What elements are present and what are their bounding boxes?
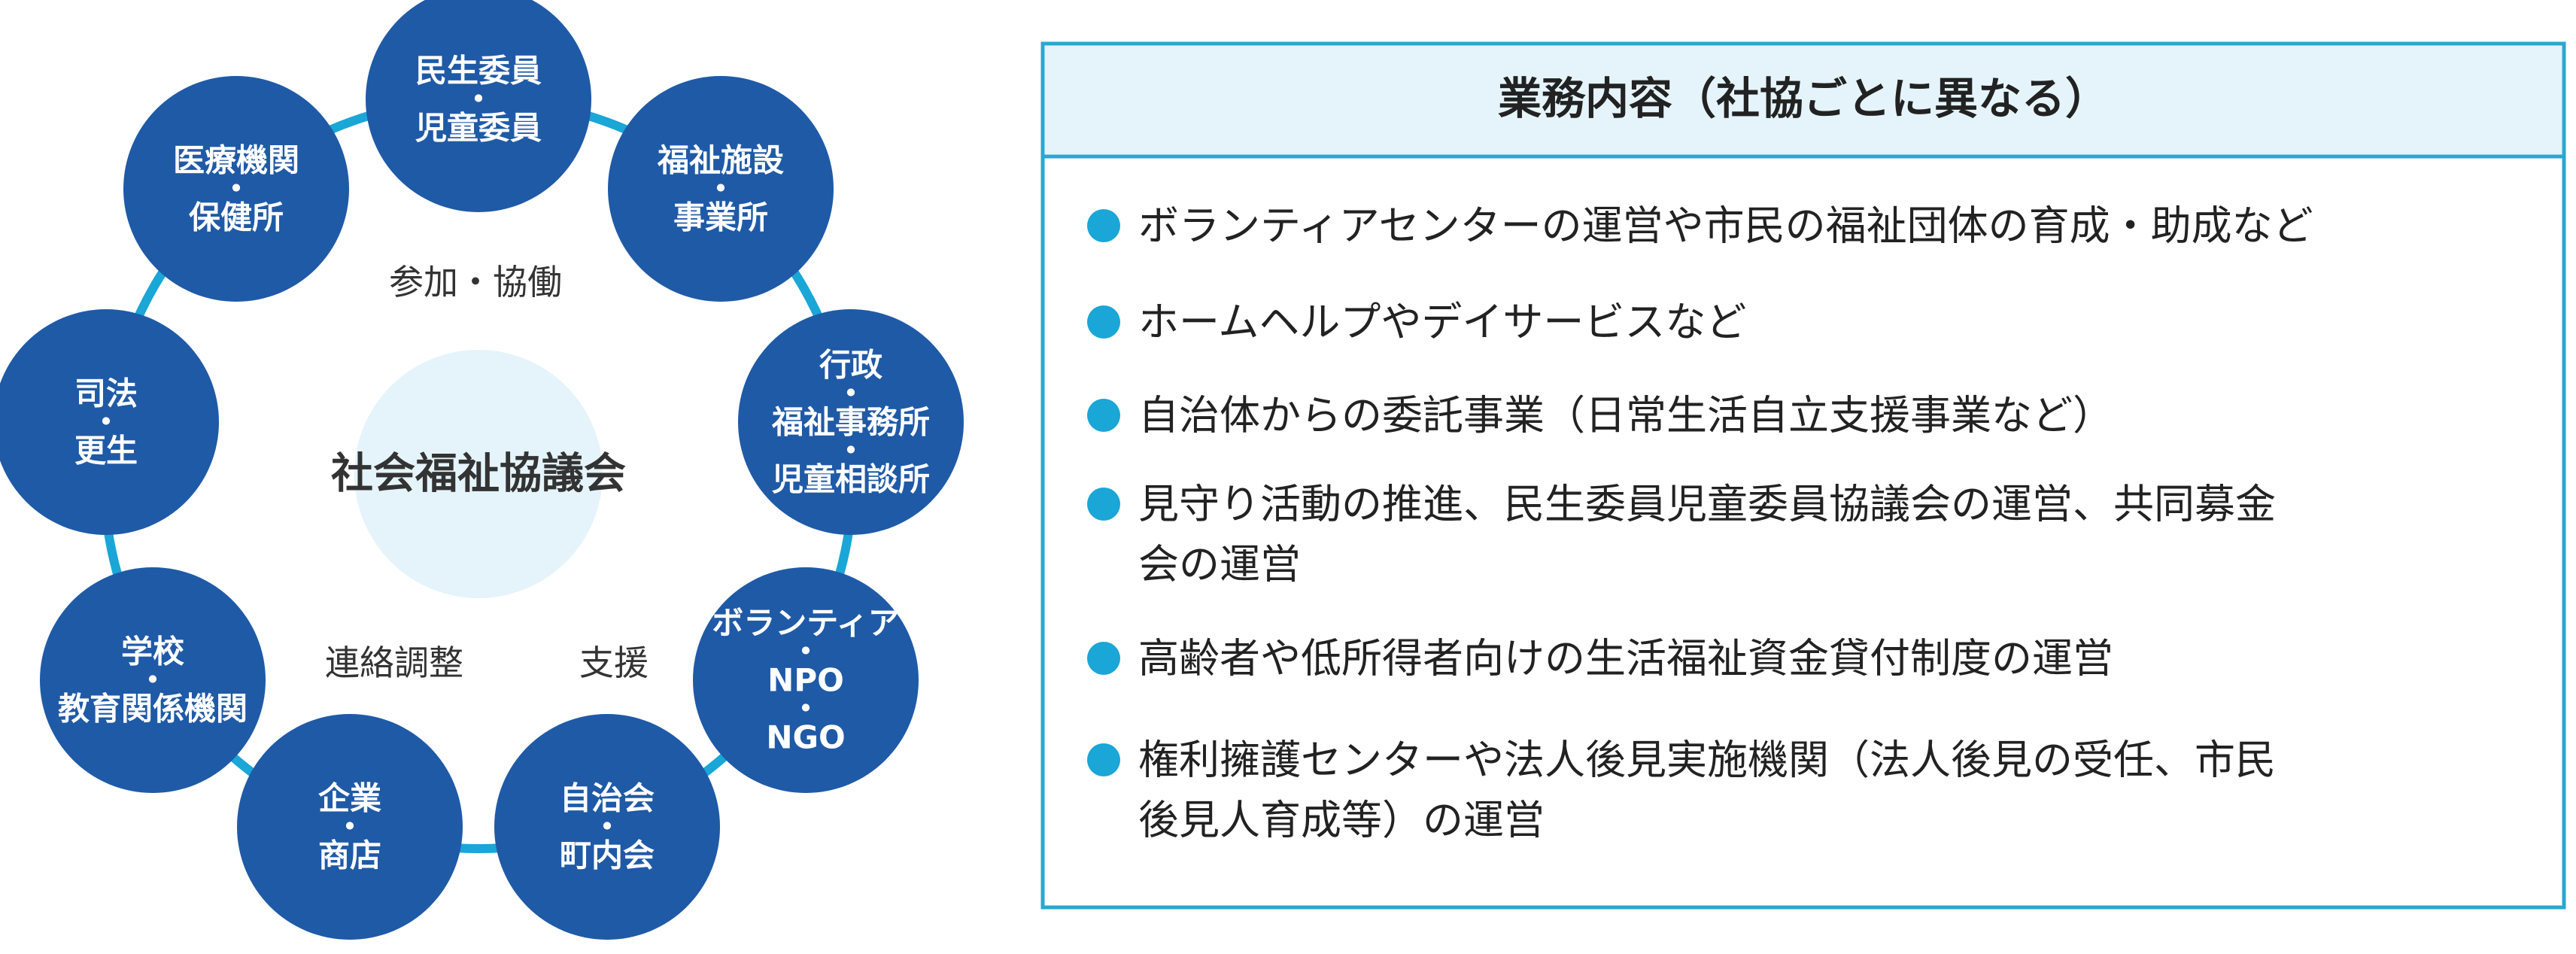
node-4: ボランティア・NPO・NGO xyxy=(693,567,919,793)
bullet-icon xyxy=(1087,209,1120,242)
network-diagram: 社会福祉協議会 参加・協働 連絡調整 支援 民生委員・児童委員福祉施設・事業所行… xyxy=(0,0,964,940)
business-item: ホームヘルプやデイサービスなど xyxy=(1087,299,1746,346)
node-label-line: ・ xyxy=(790,691,822,728)
bullet-icon xyxy=(1087,305,1120,339)
node-1: 民生委員・児童委員 xyxy=(366,0,591,212)
node-label-line: ・ xyxy=(835,375,867,412)
node-label-line: ・ xyxy=(705,171,737,208)
node-label-line: ・ xyxy=(835,433,867,469)
business-item: 高齢者や低所得者向けの生活福祉資金貸付制度の運営 xyxy=(1087,635,2113,682)
node-label-line: 商店 xyxy=(318,837,381,874)
business-item-text: 後見人育成等）の運営 xyxy=(1138,797,1545,844)
node-circle xyxy=(0,309,219,535)
business-item: ボランティアセンターの運営や市民の福祉団体の育成・助成など xyxy=(1087,202,2313,250)
node-label-line: 自治会 xyxy=(560,780,655,817)
business-item-text: 会の運営 xyxy=(1138,541,1301,588)
business-item-text: 高齢者や低所得者向けの生活福祉資金貸付制度の運営 xyxy=(1138,635,2113,682)
node-label-line: NGO xyxy=(766,719,845,756)
business-box: 業務内容（社協ごとに異なる） ボランティアセンターの運営や市民の福祉団体の育成・… xyxy=(1040,41,2566,910)
relation-support: 支援 xyxy=(579,643,649,683)
node-label-line: 行政 xyxy=(819,347,882,384)
node-7: 学校・教育関係機関 xyxy=(40,567,266,793)
business-box-title: 業務内容（社協ごとに異なる） xyxy=(1498,73,2109,124)
business-box-frame xyxy=(1040,41,2566,910)
node-9: 医療機関・保健所 xyxy=(123,76,349,302)
node-label-line: 司法 xyxy=(74,375,138,412)
node-label-line: ボランティア xyxy=(712,605,899,642)
node-label-line: ・ xyxy=(220,171,252,208)
node-label-line: 児童委員 xyxy=(415,110,542,147)
bullet-icon xyxy=(1087,642,1120,675)
node-label-line: NPO xyxy=(767,662,844,699)
node-label-line: 福祉事務所 xyxy=(771,404,930,441)
node-circle xyxy=(738,309,964,535)
node-8: 司法・更生 xyxy=(0,309,219,535)
node-label-line: ・ xyxy=(90,404,122,441)
node-label-line: ・ xyxy=(790,633,822,670)
bullet-icon xyxy=(1087,743,1120,776)
relation-participation: 参加・協働 xyxy=(389,262,562,302)
node-label-line: ・ xyxy=(591,809,623,846)
node-3: 行政・福祉事務所・児童相談所 xyxy=(738,309,964,535)
node-circle xyxy=(693,567,919,793)
node-label-line: 保健所 xyxy=(189,199,284,236)
bullet-icon xyxy=(1087,399,1120,432)
node-label-line: ・ xyxy=(463,81,494,118)
node-label-line: 企業 xyxy=(318,780,381,817)
node-label-line: ・ xyxy=(334,809,366,846)
node-5: 自治会・町内会 xyxy=(494,714,720,940)
business-item-text: 権利擁護センターや法人後見実施機関（法人後見の受任、市民 xyxy=(1138,737,2276,784)
node-2: 福祉施設・事業所 xyxy=(608,76,834,302)
business-item-text: 自治体からの委託事業（日常生活自立支援事業など） xyxy=(1138,392,2113,439)
node-circle xyxy=(366,0,591,212)
business-item: 自治体からの委託事業（日常生活自立支援事業など） xyxy=(1087,392,2113,439)
center-label: 社会福祉協議会 xyxy=(331,450,626,499)
organization-nodes: 民生委員・児童委員福祉施設・事業所行政・福祉事務所・児童相談所ボランティア・NP… xyxy=(0,0,964,940)
node-6: 企業・商店 xyxy=(237,714,463,940)
node-circle xyxy=(494,714,720,940)
business-item-text: ホームヘルプやデイサービスなど xyxy=(1138,299,1746,346)
node-label-line: 医療機関 xyxy=(173,142,299,179)
node-circle xyxy=(40,567,266,793)
node-label-line: 教育関係機関 xyxy=(58,691,248,728)
relation-coordination: 連絡調整 xyxy=(325,643,463,683)
node-circle xyxy=(123,76,349,302)
business-box-header xyxy=(1045,46,2562,156)
business-item-text: 見守り活動の推進、民生委員児童委員協議会の運営、共同募金 xyxy=(1138,481,2276,528)
business-item-list: ボランティアセンターの運営や市民の福祉団体の育成・助成などホームヘルプやデイサー… xyxy=(1087,202,2313,844)
business-item-text: ボランティアセンターの運営や市民の福祉団体の育成・助成など xyxy=(1138,202,2313,250)
node-label-line: ・ xyxy=(137,662,169,699)
node-label-line: 更生 xyxy=(74,433,138,469)
center-circle xyxy=(354,350,603,598)
node-circle xyxy=(608,76,834,302)
node-label-line: 事業所 xyxy=(673,199,768,236)
node-circle xyxy=(237,714,463,940)
node-label-line: 学校 xyxy=(121,633,184,670)
node-label-line: 民生委員 xyxy=(415,53,542,90)
bullet-icon xyxy=(1087,488,1120,521)
node-label-line: 町内会 xyxy=(560,837,655,874)
node-label-line: 福祉施設 xyxy=(657,142,784,179)
node-label-line: 児童相談所 xyxy=(772,461,930,498)
